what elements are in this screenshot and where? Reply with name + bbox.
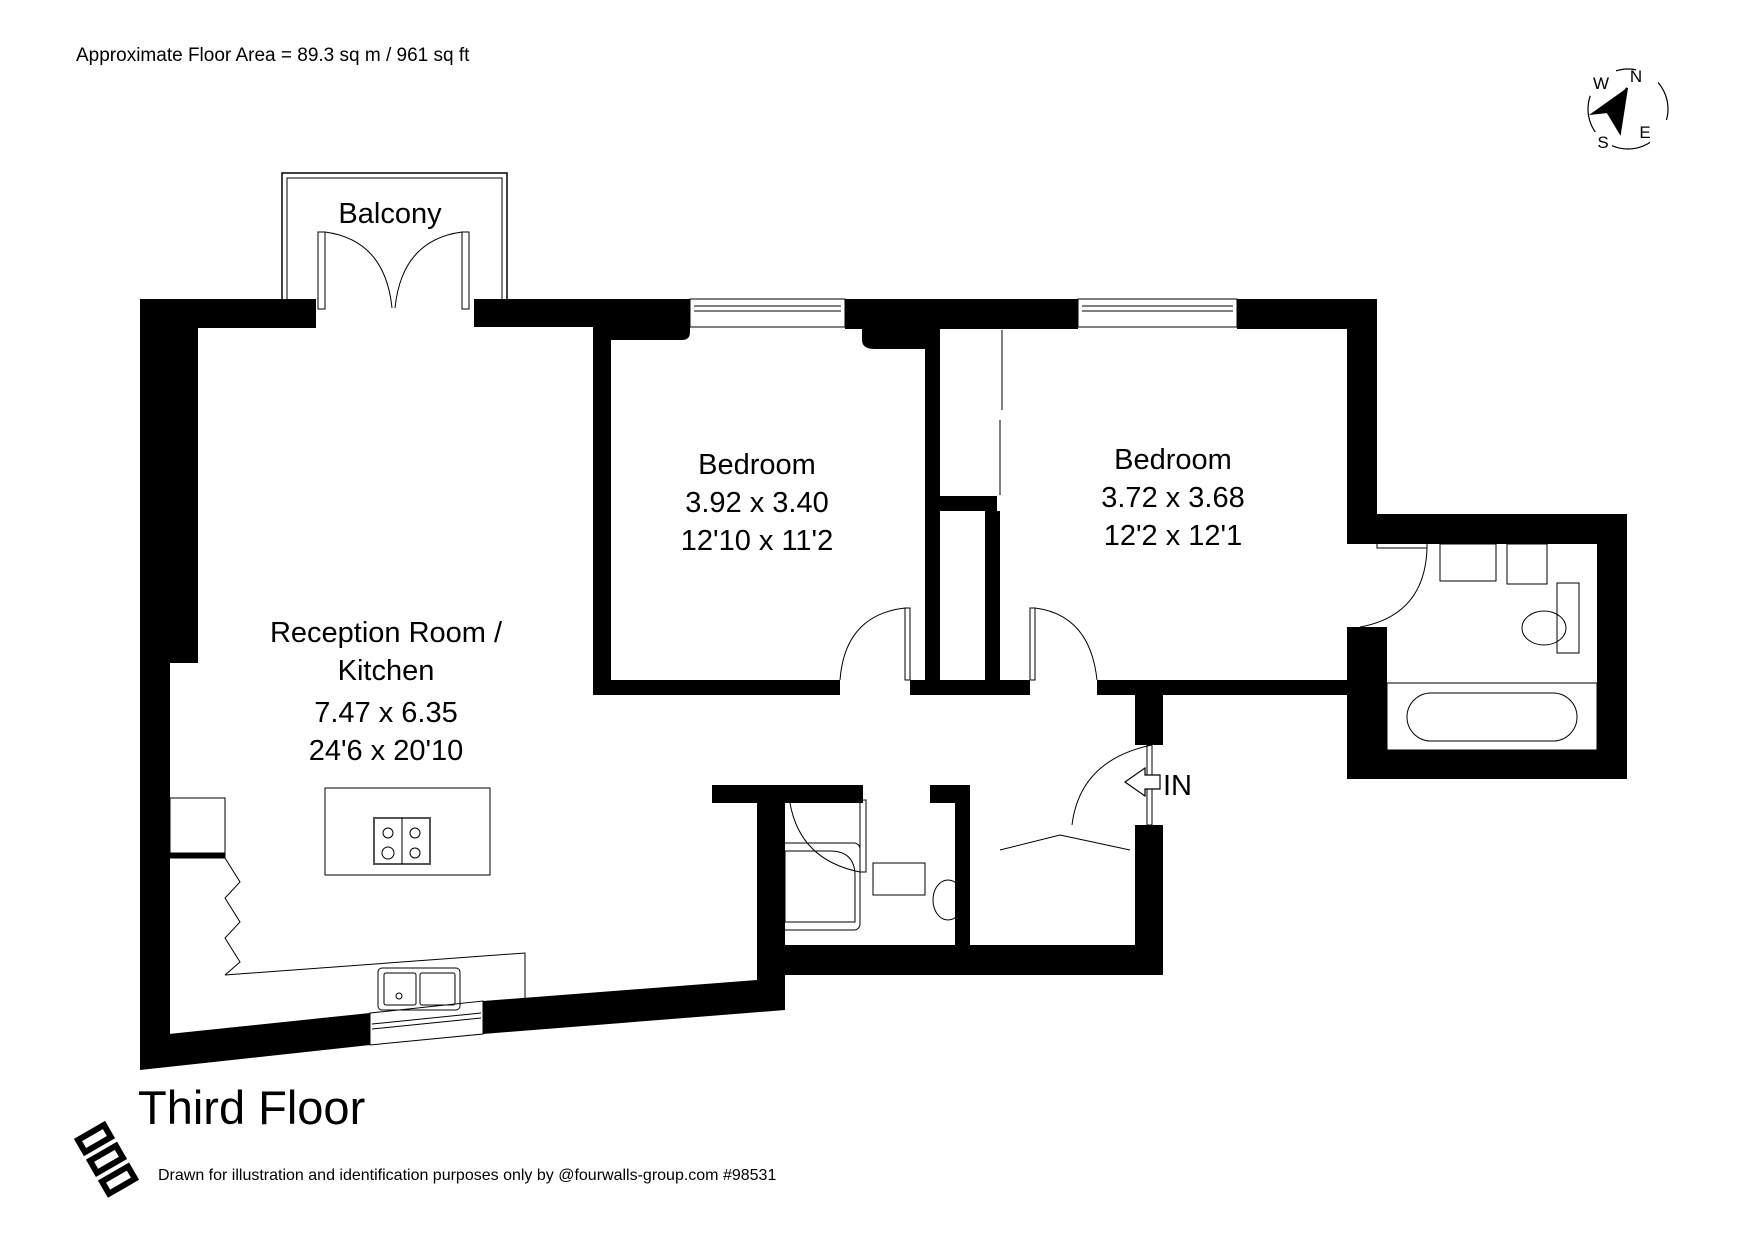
arrow-left-icon <box>1123 766 1161 798</box>
room-dims-metric-bedroom-2: 3.72 x 3.68 <box>1101 482 1245 514</box>
kitchen-fixtures <box>169 787 526 1011</box>
sink-icon <box>377 967 461 1011</box>
toilet-icon <box>932 879 964 921</box>
basin-icon <box>872 862 926 896</box>
room-dims-imperial-bedroom-1: 12'10 x 11'2 <box>681 525 833 557</box>
room-label-kitchen: Kitchen <box>338 655 435 687</box>
room-dims-imperial-bedroom-2: 12'2 x 12'1 <box>1104 520 1242 552</box>
kitchen-island <box>324 787 491 876</box>
entrance-marker: IN <box>1123 766 1192 802</box>
windows <box>369 298 1238 1046</box>
bathroom-fixtures <box>776 543 1598 931</box>
floor-title: Third Floor <box>138 1081 366 1134</box>
compass-rose-icon: W N E S <box>1587 64 1672 154</box>
room-label-bedroom-1: Bedroom <box>698 449 816 481</box>
walls <box>140 299 1627 1070</box>
entrance-label: IN <box>1163 770 1192 802</box>
shower-icon <box>776 842 861 931</box>
room-dims-imperial-reception: 24'6 x 20'10 <box>309 735 464 767</box>
compass-e: E <box>1639 123 1650 142</box>
room-dims-metric-bedroom-1: 3.92 x 3.40 <box>685 487 829 519</box>
compass-s: S <box>1597 133 1608 152</box>
room-labels: Reception Room / Kitchen 7.47 x 6.35 24'… <box>270 444 1245 767</box>
balcony: Balcony <box>281 172 508 310</box>
floor-area-label: Approximate Floor Area = 89.3 sq m / 961… <box>76 45 470 66</box>
basin-icon <box>1439 543 1497 582</box>
room-dims-metric-reception: 7.47 x 6.35 <box>314 697 458 729</box>
room-label-reception: Reception Room / <box>270 617 503 649</box>
bath-icon <box>1406 692 1578 742</box>
compass-w: W <box>1593 74 1609 93</box>
room-label-balcony: Balcony <box>338 198 442 230</box>
compass-n: N <box>1630 67 1642 86</box>
fourwalls-logo-icon <box>73 1120 140 1198</box>
disclaimer-text: Drawn for illustration and identificatio… <box>158 1167 777 1184</box>
toilet-icon <box>1521 610 1567 646</box>
doors <box>789 330 1428 873</box>
room-label-bedroom-2: Bedroom <box>1114 444 1232 476</box>
